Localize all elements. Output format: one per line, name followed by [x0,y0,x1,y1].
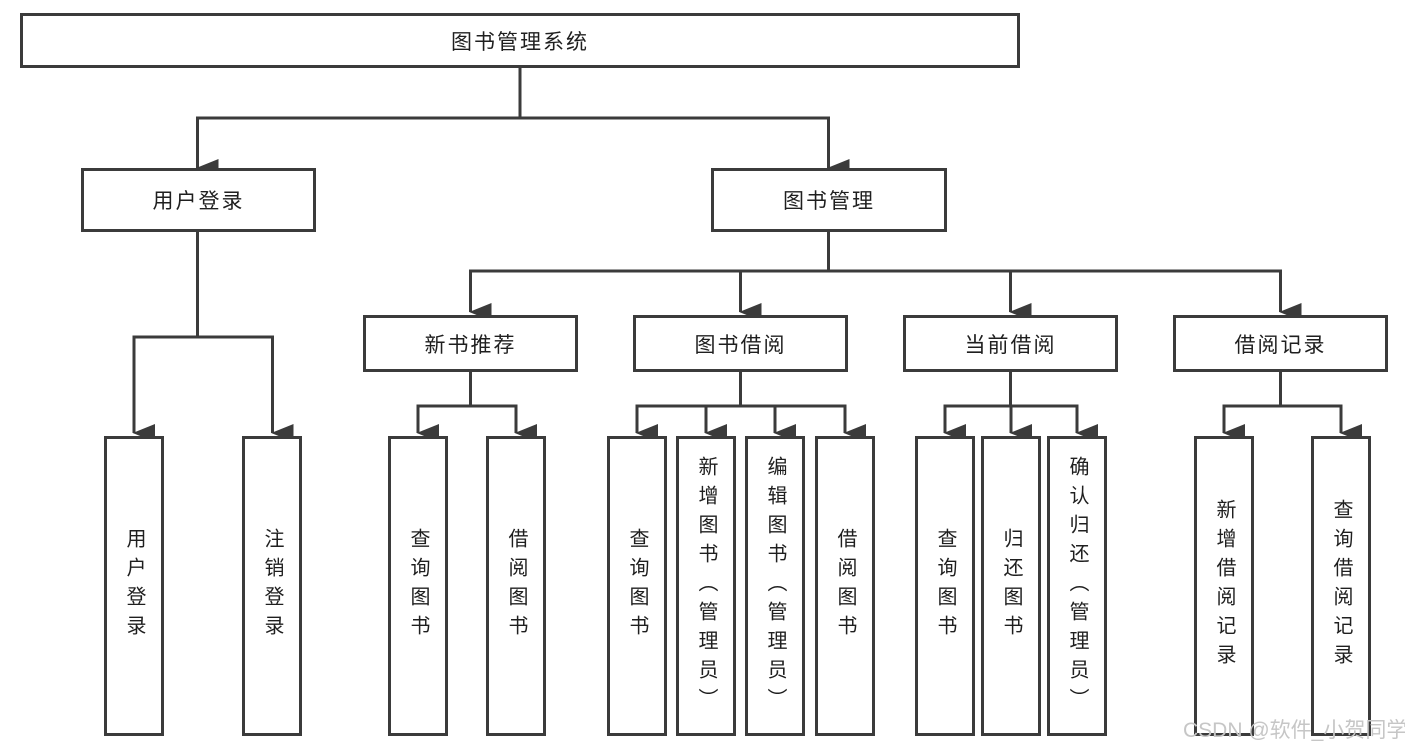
node-label: 图书借阅 [694,333,787,357]
node-user-login-leaf: 用户登录 [104,436,164,736]
node-borrow-books-borrowing: 借阅图书 [815,436,875,736]
connector-root-to-level2 [196,68,850,177]
node-logout: 注销登录 [242,436,302,736]
node-label: 当前借阅 [964,333,1057,357]
node-query-books-borrowing: 查询图书 [607,436,667,736]
node-label: 新增借阅记录 [1213,499,1235,673]
node-book-borrowing: 图书借阅 [633,315,848,372]
node-edit-books-admin: 编辑图书（管理员） [745,436,805,736]
node-label: 查询图书 [407,528,429,644]
node-label: 查询图书 [934,528,956,644]
node-new-book-recommendation: 新书推荐 [363,315,578,372]
connector-borrowing-records-to-leaves [1222,372,1362,442]
node-label: 用户登录 [152,190,245,213]
connector-book-borrowing-to-leaves [635,372,866,442]
node-book-management: 图书管理 [711,168,947,232]
node-label: 图书管理 [783,190,875,213]
node-borrowing-records: 借阅记录 [1173,315,1388,372]
node-return-books: 归还图书 [981,436,1041,736]
connector-user-login-to-leaves [132,232,294,442]
node-label: 确认归还（管理员） [1066,455,1088,717]
watermark: CSDN @软件_小贺同学 [1183,719,1405,742]
node-library-management-system: 图书管理系统 [20,13,1020,68]
node-borrow-books-recommend: 借阅图书 [486,436,546,736]
node-label: 编辑图书（管理员） [764,455,786,717]
node-label: 图书管理系统 [451,30,589,54]
node-query-books-current: 查询图书 [915,436,975,736]
node-label: 查询借阅记录 [1330,499,1352,673]
node-query-books-recommend: 查询图书 [388,436,448,736]
node-add-borrow-record: 新增借阅记录 [1194,436,1254,736]
node-label: 借阅记录 [1234,333,1327,357]
node-label: 新书推荐 [424,333,517,357]
node-user-login: 用户登录 [81,168,316,232]
node-query-borrow-record: 查询借阅记录 [1311,436,1371,736]
connector-current-borrowing-to-leaves [943,372,1098,442]
node-label: 注销登录 [261,528,283,644]
node-label: 新增图书（管理员） [695,455,717,717]
node-confirm-return-admin: 确认归还（管理员） [1047,436,1107,736]
node-label: 用户登录 [123,528,145,644]
connector-book-management-to-level3 [469,232,1302,321]
node-current-borrowing: 当前借阅 [903,315,1118,372]
node-add-books-admin: 新增图书（管理员） [676,436,736,736]
connector-new-book-recommendation-to-leaves [416,372,537,442]
node-label: 借阅图书 [834,528,856,644]
node-label: 借阅图书 [505,528,527,644]
node-label: 查询图书 [626,528,648,644]
node-label: 归还图书 [1000,528,1022,644]
